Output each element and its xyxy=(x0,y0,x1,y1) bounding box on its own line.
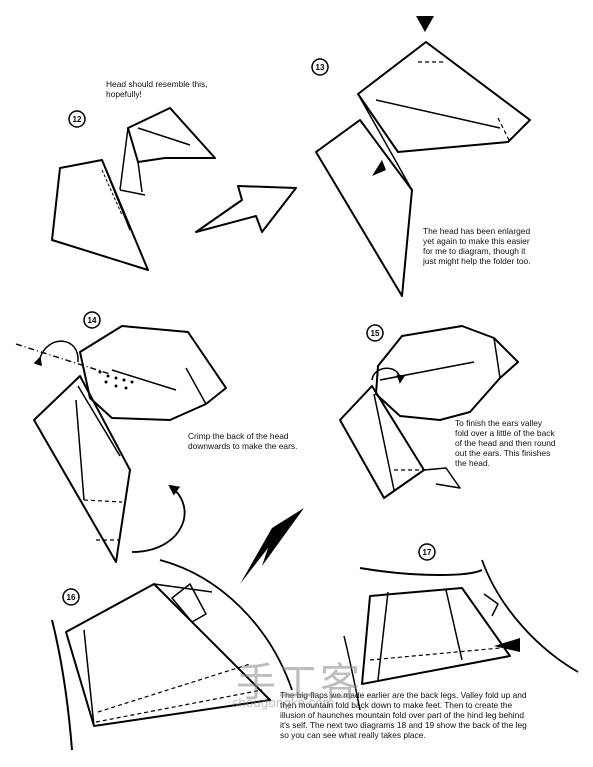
step-16-badge xyxy=(62,588,80,606)
step-12-body xyxy=(51,159,149,271)
watermark-subtext: shougongke.com xyxy=(232,696,335,710)
step-17-push-arrow-icon xyxy=(494,638,520,652)
step-17-badge xyxy=(418,543,436,561)
next-step-arrow-icon xyxy=(240,508,304,584)
zoom-arrow-icon xyxy=(195,185,297,233)
step-12-diagram xyxy=(51,107,216,271)
step-15-note: To finish the ears valley fold over a li… xyxy=(455,418,556,468)
step-13-body xyxy=(315,119,413,297)
ear-fold-arrow-icon xyxy=(371,367,406,384)
step-14-body xyxy=(33,375,131,563)
step-12-badge xyxy=(68,110,86,128)
step-13-number: 13 xyxy=(316,63,325,72)
step-16-number: 16 xyxy=(67,593,76,602)
step-14-number: 14 xyxy=(88,316,97,325)
step-13-note: The head has been enlarged yet again to … xyxy=(423,226,531,266)
step-16-leg-outline xyxy=(51,619,73,751)
step-14-head xyxy=(79,325,227,421)
step-12-note: Head should resemble this, hopefully! xyxy=(106,79,208,99)
step-14-crimp-dots xyxy=(98,370,134,390)
step-13-badge xyxy=(311,58,329,76)
step-14-diagram xyxy=(15,325,227,563)
step-17-body-outline xyxy=(359,567,483,576)
step-17-number: 17 xyxy=(423,548,432,557)
step-16-diagram xyxy=(51,559,293,751)
step-13-diagram xyxy=(315,41,531,297)
step-14-badge xyxy=(83,311,101,329)
step-13-head xyxy=(357,41,531,153)
step-15-body xyxy=(339,385,425,499)
rotate-arrow-icon xyxy=(131,484,186,553)
crimp-arrow-icon xyxy=(33,340,79,367)
step-15-diagram xyxy=(339,325,519,499)
step-14-note: Crimp the back of the head downwards to … xyxy=(188,431,298,451)
fold-direction-triangle-icon xyxy=(372,160,386,176)
bottom-note: The big flaps we made earlier are the ba… xyxy=(280,690,527,740)
step-15-badge xyxy=(366,324,384,342)
step-17-diagram xyxy=(343,559,579,711)
mountain-fold-arrow-icon xyxy=(416,16,434,32)
step-12-head xyxy=(127,107,216,163)
step-12-number: 12 xyxy=(73,115,82,124)
step-15-number: 15 xyxy=(371,329,380,338)
watermark-logo: 手工客 xyxy=(236,660,362,706)
